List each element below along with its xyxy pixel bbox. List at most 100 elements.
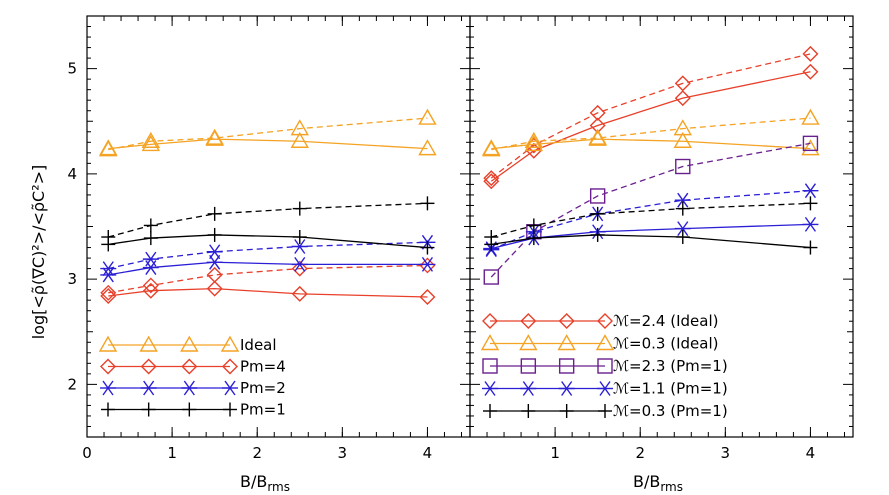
triangle-marker [290,119,309,136]
x-tick-label: 3 [338,444,348,462]
triangle-marker [801,108,820,125]
diamond-marker [419,289,436,306]
y-tick-label: 3 [67,270,77,288]
asterisk-marker [291,256,308,272]
asterisk-marker [520,381,537,396]
series-line [490,71,811,182]
legend-label: Pm=4 [240,358,286,376]
series-line [491,117,811,151]
series-line [491,190,811,251]
x-tick-label: 1 [167,444,177,462]
asterisk-marker [222,380,238,396]
legend-entry: Pm=4 [100,358,286,376]
x-tick-label: 0 [82,444,92,462]
plus-marker [598,404,612,418]
asterisk-marker [802,183,819,199]
square-marker [597,358,613,374]
diamond-marker [802,45,819,62]
triangle-marker [524,131,544,148]
x-tick-label: 1 [550,444,560,462]
square-marker [589,188,606,204]
triangle-marker [801,139,820,156]
plus-marker [590,227,605,242]
triangle-marker [524,134,544,152]
x-axis-label-left: B/Brms [240,472,290,494]
triangle-marker [557,334,576,351]
diamond-marker [100,287,117,304]
plus-marker [675,201,690,216]
asterisk-marker [100,267,117,283]
triangle-marker [180,335,199,352]
plus-marker [143,218,158,233]
triangle-marker [141,131,161,148]
legend-entry: Pm=1 [101,401,286,419]
diamond-marker [181,358,198,375]
diamond-marker [482,313,498,329]
asterisk-marker [674,221,691,237]
asterisk-marker [100,380,116,396]
plus-marker [420,240,435,255]
asterisk-marker [100,261,117,277]
x-axis-label-right: B/Brms [633,472,683,494]
diamond-marker [674,90,691,107]
diamond-marker [419,257,436,274]
triangle-marker [98,335,118,352]
triangle-marker [519,334,538,351]
legend-label: ℳ=2.3 (Pm=1) [613,357,728,375]
series-pm1-solid [101,227,435,255]
legend: ℳ=2.4 (Ideal)ℳ=0.3 (Ideal)ℳ=2.3 (Pm=1)ℳ=… [480,312,728,420]
diamond-marker [802,63,819,80]
plus-marker [483,404,497,418]
legend-label: ℳ=2.4 (Ideal) [613,312,718,330]
plus-marker [675,230,690,245]
diamond-marker [206,266,223,283]
y-tick-label: 5 [67,60,77,78]
asterisk-marker [419,256,436,272]
square-marker [482,358,498,374]
diamond-marker [100,358,116,375]
triangle-marker [220,335,240,352]
square-marker [520,358,537,374]
diamond-marker [589,104,606,121]
triangle-marker [482,140,501,157]
x-tick-label: 2 [635,444,645,462]
triangle-marker [99,140,118,157]
plus-marker [559,404,574,418]
series-m03i-dashed [482,108,820,157]
diamond-marker [520,313,537,329]
series-pm1-dashed [101,196,435,245]
series-line [108,117,428,151]
plus-marker [141,402,156,417]
legend-entry: ℳ=2.3 (Pm=1) [482,357,728,375]
series-line [490,53,811,179]
triangle-marker [418,139,437,156]
series-line [491,234,811,249]
legend-label: Pm=1 [240,401,286,419]
series-line [108,261,428,276]
plus-marker [526,231,541,246]
square-marker [483,269,499,285]
square-marker [675,158,691,175]
diamond-marker [140,358,157,375]
series-line [108,241,428,270]
legend-label: Pm=2 [240,379,286,397]
x-tick-label: 3 [721,444,731,462]
plus-marker [521,404,536,418]
triangle-marker [141,134,161,152]
asterisk-marker [181,380,198,396]
series-line [108,287,428,298]
plus-marker [590,206,605,221]
triangle-marker [673,119,692,136]
square-marker [802,135,819,152]
triangle-marker [480,334,500,351]
series-line [108,202,428,238]
legend-entry: ℳ=2.4 (Ideal) [482,312,718,330]
plus-marker [484,230,499,245]
plus-marker [223,402,237,417]
series-line [491,138,811,150]
plus-marker [420,196,435,211]
plus-marker [526,218,541,233]
